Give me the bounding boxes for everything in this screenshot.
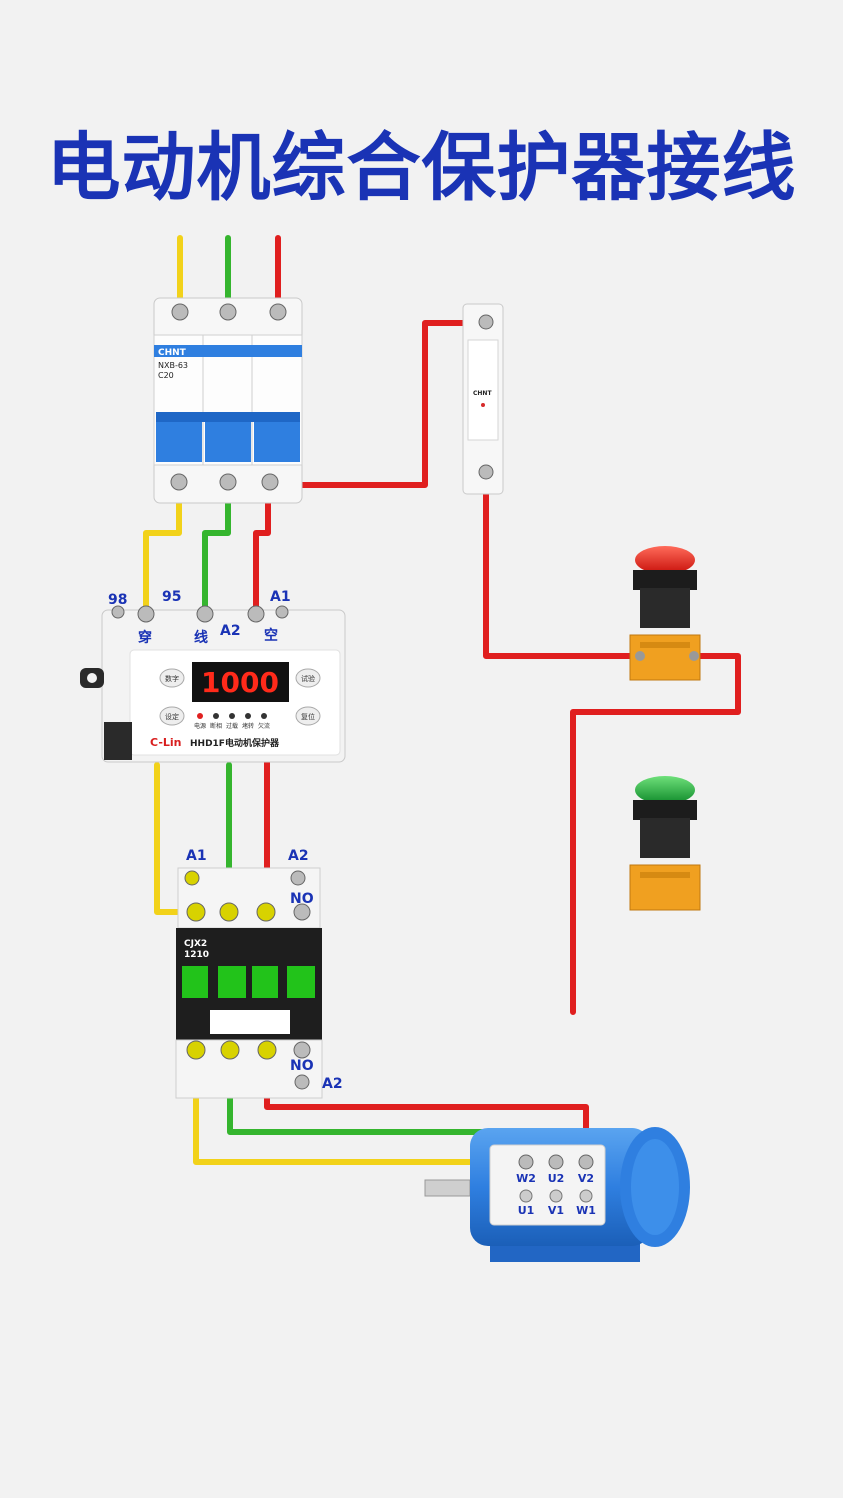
breaker-model: NXB-63	[158, 361, 188, 370]
protector-hole-chuan: 穿	[138, 629, 152, 646]
breaker-rating: C20	[158, 371, 174, 380]
indicator-4: 欠流	[258, 722, 270, 730]
protector-btn-shuju: 数字	[165, 674, 179, 683]
protector-terminal-a2: A2	[220, 623, 241, 639]
motor: W2 U2 V2 U1 V1 W1	[424, 1127, 690, 1262]
protector-terminal-a1: A1	[270, 589, 291, 605]
wire-green-breaker-protector	[202, 480, 231, 615]
motor-protector: 98 95 A1 A2 穿 线 空 1000 数字 设定 试验 复位 电源 断相…	[80, 589, 346, 763]
breaker-bottom-screw-3	[261, 473, 279, 491]
wire-red-stop-down	[570, 653, 741, 1015]
wire-red-to-fuse	[269, 320, 489, 488]
contactor-bottom-a2: A2	[322, 1076, 343, 1092]
wire-red-breaker-protector	[253, 480, 271, 615]
indicator-0: 电源	[194, 722, 206, 730]
protector-btn-shezhi: 设定	[165, 712, 179, 721]
protector-hole-kong: 空	[264, 627, 278, 644]
start-button	[629, 776, 701, 911]
motor-terminal-u2: U2	[548, 1172, 565, 1185]
motor-terminal-u1: U1	[518, 1204, 535, 1217]
contactor-top-no: NO	[290, 891, 314, 907]
protector-btn-fuwei: 复位	[301, 712, 315, 721]
circuit-breaker: CHNT NXB-63 C20	[153, 297, 303, 504]
indicator-2: 过载	[226, 722, 238, 730]
wire-red-fuse-stop	[483, 467, 638, 659]
motor-terminal-v2: V2	[578, 1172, 594, 1185]
contactor-model-2: 1210	[184, 950, 209, 960]
contactor-model-1: CJX2	[184, 939, 207, 949]
breaker-top-screw-3	[269, 303, 287, 321]
fuse-brand: CHNT	[473, 390, 492, 397]
fuse-bottom-screw	[478, 464, 494, 480]
protector-brand: C-Lin	[150, 736, 182, 749]
contactor: CJX2 1210 A1 A2 NO NO A2	[175, 848, 343, 1099]
breaker-top-screw-1	[171, 303, 189, 321]
protector-terminal-98: 98	[108, 592, 127, 608]
motor-terminal-w2: W2	[516, 1172, 536, 1185]
breaker-top-screw-2	[219, 303, 237, 321]
protector-model: HHD1F电动机保护器	[190, 737, 280, 749]
contactor-bottom-no: NO	[290, 1058, 314, 1074]
indicator-1: 断相	[210, 722, 222, 730]
motor-terminal-v1: V1	[548, 1204, 564, 1217]
breaker-bottom-screw-2	[219, 473, 237, 491]
fuse-top-screw	[478, 314, 494, 330]
protector-display: 1000	[201, 666, 279, 699]
stop-button	[629, 546, 701, 681]
contactor-top-a2: A2	[288, 848, 309, 864]
breaker-brand: CHNT	[158, 348, 187, 358]
fuse-holder: CHNT	[462, 303, 504, 495]
motor-terminal-w1: W1	[576, 1204, 596, 1217]
protector-terminal-95: 95	[162, 589, 181, 605]
contactor-top-a1: A1	[186, 848, 207, 864]
protector-hole-xian: 线	[194, 629, 208, 646]
indicator-3: 堵转	[242, 722, 254, 730]
page-title: 电动机综合保护器接线	[46, 125, 797, 211]
protector-btn-shiyan: 试验	[301, 674, 315, 683]
wire-yellow-breaker-protector	[143, 480, 182, 615]
breaker-bottom-screw-1	[170, 473, 188, 491]
protector-display-panel	[192, 662, 289, 702]
